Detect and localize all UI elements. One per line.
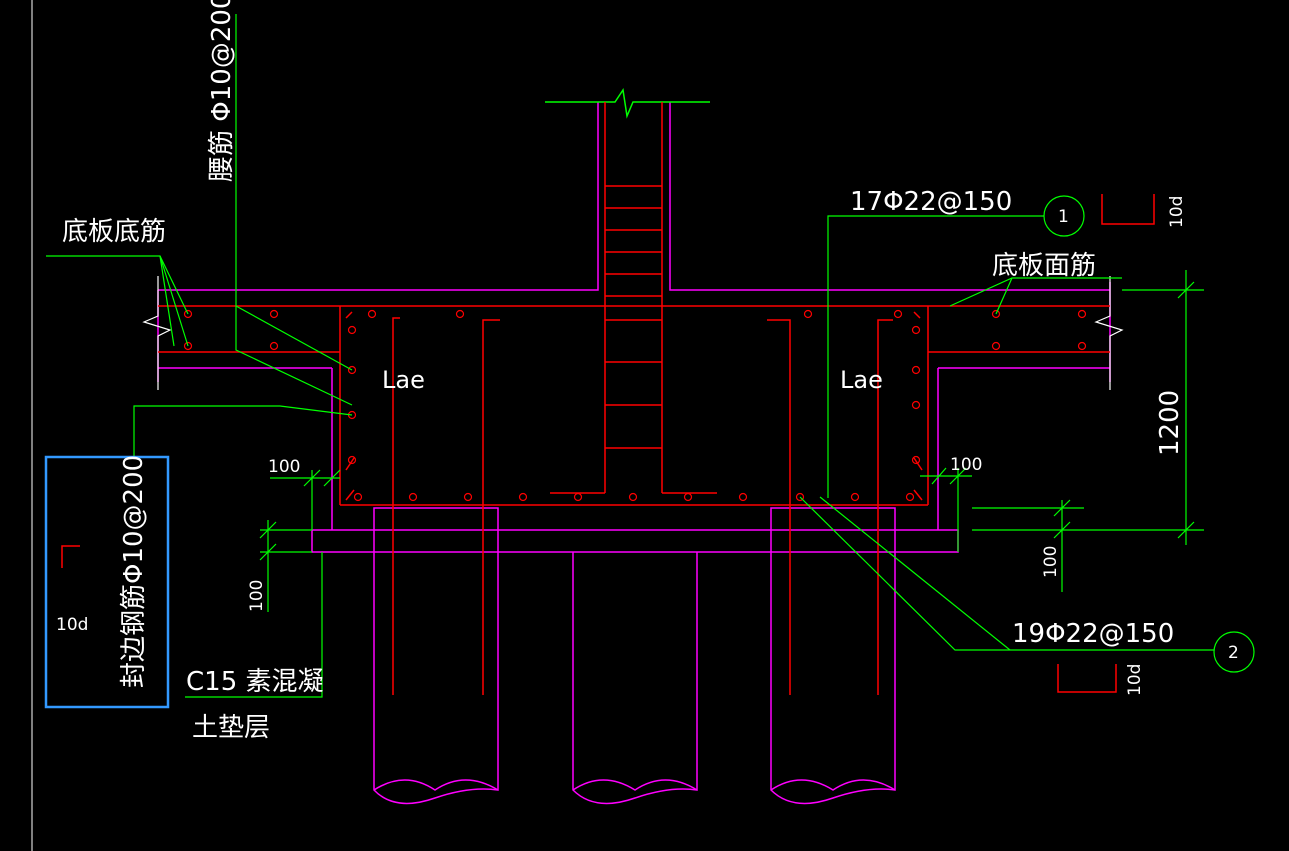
marker-circle-1 <box>1043 195 1085 237</box>
leader-top-spec <box>827 215 1044 498</box>
label-lae-right: Lae <box>840 366 883 394</box>
label-bottom-slab-bottom-rebar: 底板底筋 <box>62 217 166 247</box>
wall-top-break <box>545 87 710 119</box>
dim-100-right-h-text: 100 <box>950 455 982 475</box>
label-bottom-rebar-spec: 19Φ22@150 <box>1012 619 1174 649</box>
label-hook-10d-bottom: 10d <box>1125 664 1145 696</box>
label-hook-10d-top: 10d <box>1167 196 1187 228</box>
pile-anchor-bar <box>482 319 500 695</box>
pile-right-cut <box>770 779 896 791</box>
rebar-dots <box>183 309 1087 502</box>
leader-cushion <box>185 552 323 698</box>
pile-right <box>770 507 896 805</box>
dim-100-right-v-text: 100 <box>1041 546 1061 578</box>
leader-top-rebar <box>949 277 1122 307</box>
leader-waist-rebar <box>235 14 353 406</box>
label-bottom-slab-top-rebar: 底板面筋 <box>992 251 1096 281</box>
hook-symbol-box <box>61 545 80 568</box>
pile-anchor-bar <box>877 319 893 695</box>
label-cushion-concrete: C15 素混凝 <box>186 667 324 697</box>
marker-1-label: 1 <box>1058 207 1069 227</box>
label-lae-left: Lae <box>382 366 425 394</box>
leader-lines <box>46 14 1255 698</box>
pile-left-cut <box>373 779 499 791</box>
break-lines <box>142 276 1124 390</box>
pile-middle-cut <box>572 779 698 791</box>
dim-100-left-h-text: 100 <box>268 457 300 477</box>
label-cushion-layer: 土垫层 <box>192 713 270 743</box>
label-hook-10d-box: 10d <box>56 615 88 635</box>
selection-box[interactable] <box>44 455 170 709</box>
label-edge-seal-rebar: 封边钢筋Φ10@200 <box>119 455 149 688</box>
marker-circle-2 <box>1213 631 1255 673</box>
wall-outline-right <box>669 102 1110 291</box>
hook-symbols <box>61 194 1155 693</box>
wall-outline <box>158 102 599 291</box>
pile-anchor-bar <box>392 317 400 695</box>
hook-symbol-top <box>1101 194 1155 225</box>
dim-1200-text: 1200 <box>1155 390 1185 456</box>
dim-100-left-v-text: 100 <box>247 580 267 612</box>
pile-anchor-bar <box>767 319 791 695</box>
pile-middle <box>572 552 698 805</box>
leader-edge-rebar <box>133 405 353 456</box>
cushion-layer <box>311 529 959 553</box>
label-waist-rebar: 腰筋 Φ10@200 <box>207 0 237 182</box>
pile-left <box>373 507 499 805</box>
leader-bottom-spec <box>799 496 1214 651</box>
break-line-right <box>1094 276 1124 390</box>
hook-symbol-bottom <box>1057 664 1117 693</box>
label-top-rebar-spec: 17Φ22@150 <box>850 187 1012 217</box>
marker-2-label: 2 <box>1228 643 1239 663</box>
break-line-left <box>142 276 172 390</box>
